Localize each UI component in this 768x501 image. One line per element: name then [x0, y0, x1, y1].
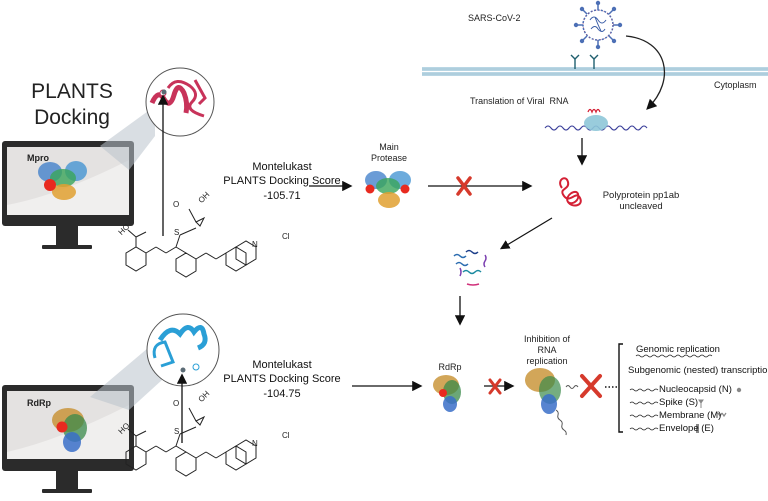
rdrp-target-structure-icon	[433, 375, 461, 412]
peptide-fragments-icon	[454, 251, 486, 286]
translation-label: Translation of Viral RNA	[470, 96, 569, 107]
gene-nucleocapsid: Nucleocapsid (N)	[659, 384, 732, 395]
bracket	[619, 344, 623, 432]
inhibition-line2: RNA	[514, 345, 580, 356]
mpro-monitor-label: Mpro	[27, 153, 49, 163]
atom-o-top: O	[173, 200, 179, 209]
sars-cov-2-label: SARS-CoV-2	[468, 13, 521, 24]
title-line2: Docking	[22, 105, 122, 131]
polyprotein-icon	[560, 178, 581, 205]
atom-cl-top: Cl	[282, 232, 290, 241]
mpro-docking-score: Montelukast PLANTS Docking Score -105.71	[212, 160, 352, 203]
main-protease-line2: Protease	[360, 153, 418, 164]
rdrp-docking-score: Montelukast PLANTS Docking Score -104.75	[212, 358, 352, 401]
gene-spike: Spike (S)	[659, 397, 698, 408]
montelukast-structure-top	[126, 209, 256, 277]
replication-inhibit-x-icon	[582, 376, 600, 396]
cytoplasm-label: Cytoplasm	[714, 80, 757, 91]
virus-icon	[574, 1, 622, 49]
rdrp-inhibited-structure-icon	[525, 368, 578, 435]
gene-membrane: Membrane (M)	[659, 410, 721, 421]
main-protease-line1: Main	[360, 142, 418, 153]
rdrp-binding-site-icon	[147, 314, 219, 386]
mpro-score-value: -105.71	[212, 189, 352, 203]
cell-membrane	[422, 67, 768, 76]
inhibition-line3: replication	[514, 356, 580, 367]
rdrp-score-value: -104.75	[212, 387, 352, 401]
main-protease-label: Main Protease	[360, 142, 418, 164]
ribosome-icon	[545, 110, 647, 132]
polyprotein-line2: uncleaved	[598, 201, 684, 212]
cleavage-arrow	[502, 218, 552, 248]
atom-cl-bottom: Cl	[282, 431, 290, 440]
atom-n-top: N	[252, 240, 258, 249]
atom-o-bottom: O	[173, 399, 179, 408]
mpro-binding-site-icon	[146, 68, 214, 136]
mpro-score-drug: Montelukast	[212, 160, 352, 174]
gene-envelope: Envelope (E)	[659, 423, 714, 434]
main-protease-structure-icon	[365, 171, 411, 208]
ace2-receptor-icon	[571, 55, 598, 69]
rdrp-monitor-label: RdRp	[27, 398, 51, 408]
rdrp-score-drug: Montelukast	[212, 358, 352, 372]
montelukast-structure-bottom	[126, 408, 256, 476]
inhibition-label: Inhibition of RNA replication	[514, 334, 580, 366]
polyprotein-line1: Polyprotein pp1ab	[598, 190, 684, 201]
subgenomic-transcription-label: Subgenomic (nested) transcription	[628, 365, 768, 376]
atom-s-bottom: S	[174, 427, 179, 436]
spike-icon	[699, 400, 703, 408]
genomic-replication-label: Genomic replication	[636, 344, 720, 355]
plants-docking-title: PLANTS Docking	[22, 79, 122, 132]
polyprotein-label: Polyprotein pp1ab uncleaved	[598, 190, 684, 213]
atom-s-top: S	[174, 228, 179, 237]
rdrp-score-label: PLANTS Docking Score	[212, 372, 352, 386]
nucleocapsid-icon	[737, 388, 741, 392]
rdrp-target-label: RdRp	[432, 362, 468, 373]
mpro-score-label: PLANTS Docking Score	[212, 174, 352, 188]
atom-n-bottom: N	[252, 439, 258, 448]
title-line1: PLANTS	[22, 79, 122, 105]
inhibition-line1: Inhibition of	[514, 334, 580, 345]
